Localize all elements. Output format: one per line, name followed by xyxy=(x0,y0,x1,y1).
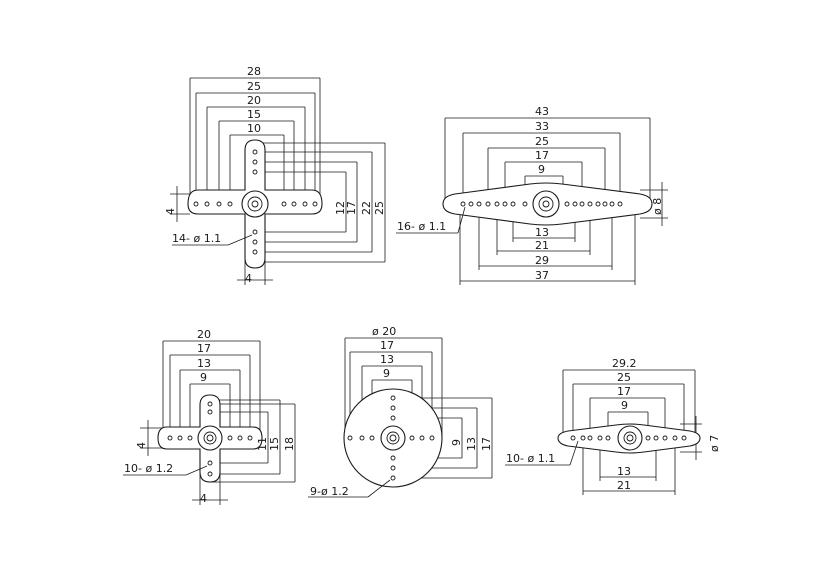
horn4-dim-d20: ø 20 xyxy=(372,325,396,338)
horn5-dim-25: 25 xyxy=(617,371,631,384)
horn2-right-dimension-lines xyxy=(640,182,668,226)
horn5-holes xyxy=(570,435,687,441)
horn2-dim-9: 9 xyxy=(538,163,545,176)
horn1-dim-17: 17 xyxy=(345,201,358,215)
horn1-hole-label: 14- ø 1.1 xyxy=(172,232,221,245)
horn2-dim-43: 43 xyxy=(535,105,549,118)
horn1-dim-25: 25 xyxy=(247,80,261,93)
horn4-dim-9: 9 xyxy=(383,367,390,380)
horn3-dim-4-left: 4 xyxy=(135,442,148,449)
horn-bar-long: 43 33 25 17 9 13 21 29 37 ø 8 16- ø 1.1 xyxy=(396,105,668,285)
horn-bar-short: 29.2 25 17 9 13 21 ø 7 10- ø 1.1 xyxy=(505,357,721,495)
horn3-dim-17: 17 xyxy=(197,342,211,355)
horn1-dim-20: 20 xyxy=(247,94,261,107)
horn4-holes xyxy=(347,395,435,481)
horn3-dim-13: 13 xyxy=(197,357,211,370)
horn3-dim-20: 20 xyxy=(197,328,211,341)
horn2-dim-29: 29 xyxy=(535,254,549,267)
horn-disc: ø 20 17 13 9 9 13 17 9-ø 1.2 xyxy=(308,325,493,498)
horn3-holes xyxy=(167,401,253,477)
horn1-dim-28: 28 xyxy=(247,65,261,78)
horn1-hub-bore xyxy=(251,200,259,208)
horn4-dim-13-right: 13 xyxy=(465,437,478,451)
horn1-top-dimension-lines xyxy=(189,77,321,200)
horn5-hole-label: 10- ø 1.1 xyxy=(506,452,555,465)
horn3-left-dimension-lines xyxy=(140,420,163,456)
horn4-hole-label: 9-ø 1.2 xyxy=(310,485,349,498)
horn2-dim-17: 17 xyxy=(535,149,549,162)
horn2-bottom-dimension-lines xyxy=(459,212,636,285)
horn5-hub-bore xyxy=(626,434,634,442)
horn4-leader-arrow xyxy=(367,479,391,498)
horn5-dim-21: 21 xyxy=(617,479,631,492)
horn4-hub-bore xyxy=(389,434,397,442)
horn-cross-small: 20 17 13 9 11 15 18 4 4 10- ø 1.2 xyxy=(123,328,296,505)
horn5-dim-9: 9 xyxy=(621,399,628,412)
horn4-dim-17: 17 xyxy=(380,339,394,352)
horn2-holes xyxy=(460,201,623,207)
horn5-top-dimension-lines xyxy=(562,369,696,432)
horn5-dim-17: 17 xyxy=(617,385,631,398)
horn2-dim-13: 13 xyxy=(535,226,549,239)
horn1-holes xyxy=(193,149,318,255)
horn5-leader-arrow xyxy=(569,440,579,466)
horn4-dim-9-right: 9 xyxy=(450,439,463,446)
horn2-dim-25: 25 xyxy=(535,135,549,148)
horn4-dim-13: 13 xyxy=(380,353,394,366)
horn1-right-dimension-lines xyxy=(255,142,386,263)
horn2-dim-37: 37 xyxy=(535,269,549,282)
horn1-dim-4-bottom: 4 xyxy=(245,272,252,285)
horn-cross-large: 28 25 20 15 10 12 17 22 25 4 4 14- ø 1.1 xyxy=(164,65,386,285)
horn1-dim-15: 15 xyxy=(247,108,261,121)
horn1-dim-4-left: 4 xyxy=(164,208,177,215)
horn3-dim-11: 11 xyxy=(256,437,269,451)
horn3-hole-label: 10- ø 1.2 xyxy=(124,462,173,475)
horn2-leader-arrow xyxy=(457,206,466,234)
horn2-dim-diameter: ø 8 xyxy=(651,198,664,215)
horn5-dim-29-2: 29.2 xyxy=(612,357,637,370)
horn3-leader-arrow xyxy=(185,465,208,476)
horn2-hole-label: 16- ø 1.1 xyxy=(397,220,446,233)
horn3-dim-4-bottom: 4 xyxy=(200,492,207,505)
horn1-left-dimension-lines xyxy=(170,186,190,222)
horn1-leader-arrow xyxy=(227,234,253,246)
horn3-hub-bore xyxy=(206,434,214,442)
horn1-dim-22: 22 xyxy=(360,201,373,215)
horn3-dim-9: 9 xyxy=(200,371,207,384)
horn2-hub-bore xyxy=(542,200,550,208)
horn1-dim-25-right: 25 xyxy=(373,201,386,215)
horn4-dim-17-right: 17 xyxy=(480,437,493,451)
horn3-dim-18: 18 xyxy=(283,437,296,451)
horn5-dim-diameter: ø 7 xyxy=(708,435,721,452)
horn2-dim-21: 21 xyxy=(535,239,549,252)
horn3-dim-15: 15 xyxy=(268,437,281,451)
horn1-dim-12: 12 xyxy=(334,201,347,215)
horn3-right-dimension-lines xyxy=(210,399,296,483)
horn1-dim-10: 10 xyxy=(247,122,261,135)
horn2-dim-33: 33 xyxy=(535,120,549,133)
horn5-dim-13: 13 xyxy=(617,465,631,478)
horn5-bottom-dimension-lines xyxy=(582,446,676,495)
